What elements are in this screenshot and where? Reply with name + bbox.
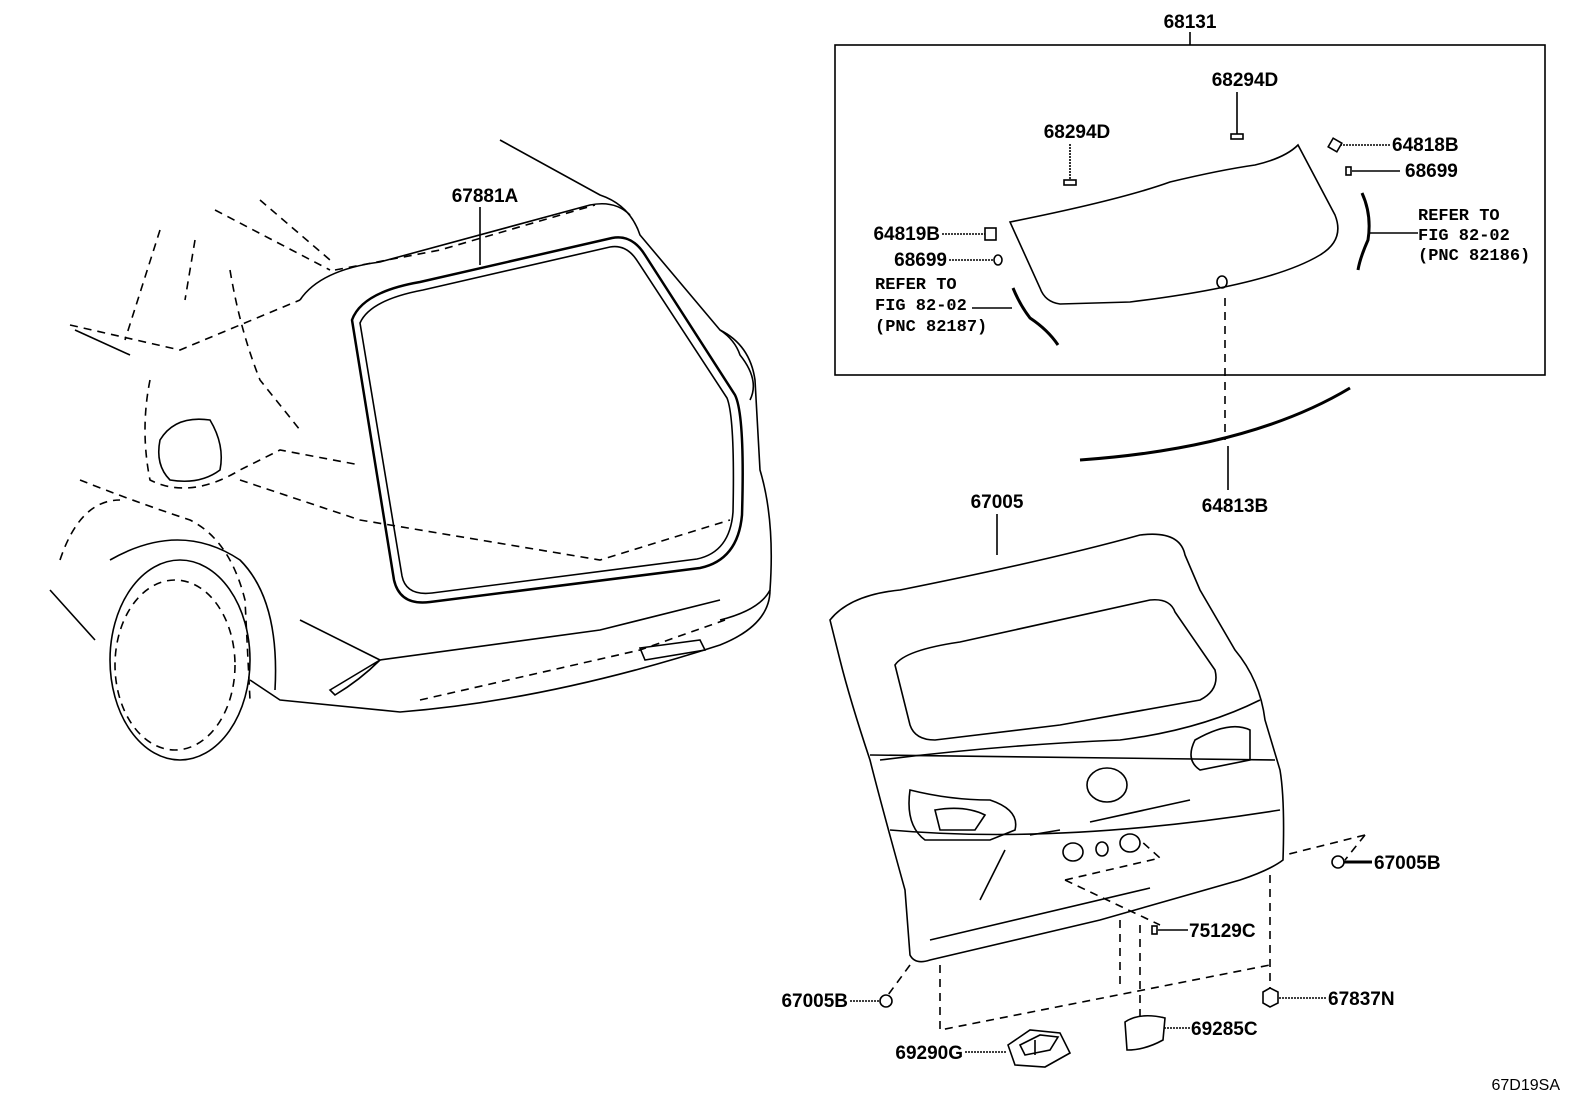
refer-right-line2[interactable]: FIG 82-02: [1418, 227, 1510, 246]
plug-left-part: [879, 994, 893, 1008]
callout-68294D-left[interactable]: 68294D: [1044, 122, 1111, 143]
callout-67881A[interactable]: 67881A: [452, 186, 519, 207]
refer-left-line1: REFER TO: [875, 276, 957, 295]
molding-part: [1079, 386, 1351, 462]
refer-left-line2[interactable]: FIG 82-02: [875, 297, 967, 316]
spacer-right-part: [1327, 137, 1343, 153]
stopper-top-part: [1230, 133, 1244, 140]
callout-64813B[interactable]: 64813B: [1202, 496, 1269, 517]
callout-68131[interactable]: 68131: [1164, 12, 1217, 33]
back-window-glass: [1008, 143, 1339, 305]
callout-68294D-top[interactable]: 68294D: [1212, 70, 1279, 91]
callout-68699-right[interactable]: 68699: [1405, 161, 1458, 182]
callout-64819B[interactable]: 64819B: [873, 224, 940, 245]
callout-67005B-left[interactable]: 67005B: [781, 991, 848, 1012]
refer-right-line3: (PNC 82186): [1418, 247, 1530, 266]
spacer-left-part: [984, 227, 997, 241]
wire-harness-right: [1356, 192, 1371, 271]
callout-69285C[interactable]: 69285C: [1191, 1019, 1258, 1040]
wire-harness-left: [1011, 287, 1060, 346]
callout-67837N[interactable]: 67837N: [1328, 989, 1395, 1010]
glass-hole: [1216, 275, 1228, 289]
refer-right-line1: REFER TO: [1418, 207, 1500, 226]
cover-part: [1124, 1014, 1166, 1051]
weatherstrip-part: [350, 236, 744, 604]
guide-cover: [1119, 920, 1141, 1020]
guide-hole-cover: [1064, 839, 1162, 926]
guide-handle: [939, 964, 1271, 1031]
plug-right-part: [1331, 855, 1345, 869]
callout-67005B-right[interactable]: 67005B: [1374, 853, 1441, 874]
clip-right-part: [1345, 166, 1352, 176]
guide-plug-left: [887, 964, 911, 996]
back-door-panel-part: [829, 533, 1285, 963]
vehicle-body-drawing: [49, 139, 773, 761]
diagram-code: 67D19SA: [1492, 1077, 1561, 1094]
refer-left-line3: (PNC 82187): [875, 318, 987, 337]
callout-67005[interactable]: 67005: [971, 492, 1024, 513]
callout-69290G[interactable]: 69290G: [895, 1043, 963, 1064]
guide-plug-right: [1284, 834, 1366, 861]
handle-part: [1007, 1029, 1072, 1068]
hole-cover-part: [1151, 925, 1158, 935]
clip-left-part: [993, 254, 1003, 266]
callout-75129C[interactable]: 75129C: [1189, 921, 1256, 942]
nut-part: [1262, 987, 1279, 1008]
callout-64818B[interactable]: 64818B: [1392, 135, 1459, 156]
callout-68699-left[interactable]: 68699: [894, 250, 947, 271]
stopper-left-part: [1063, 179, 1077, 186]
